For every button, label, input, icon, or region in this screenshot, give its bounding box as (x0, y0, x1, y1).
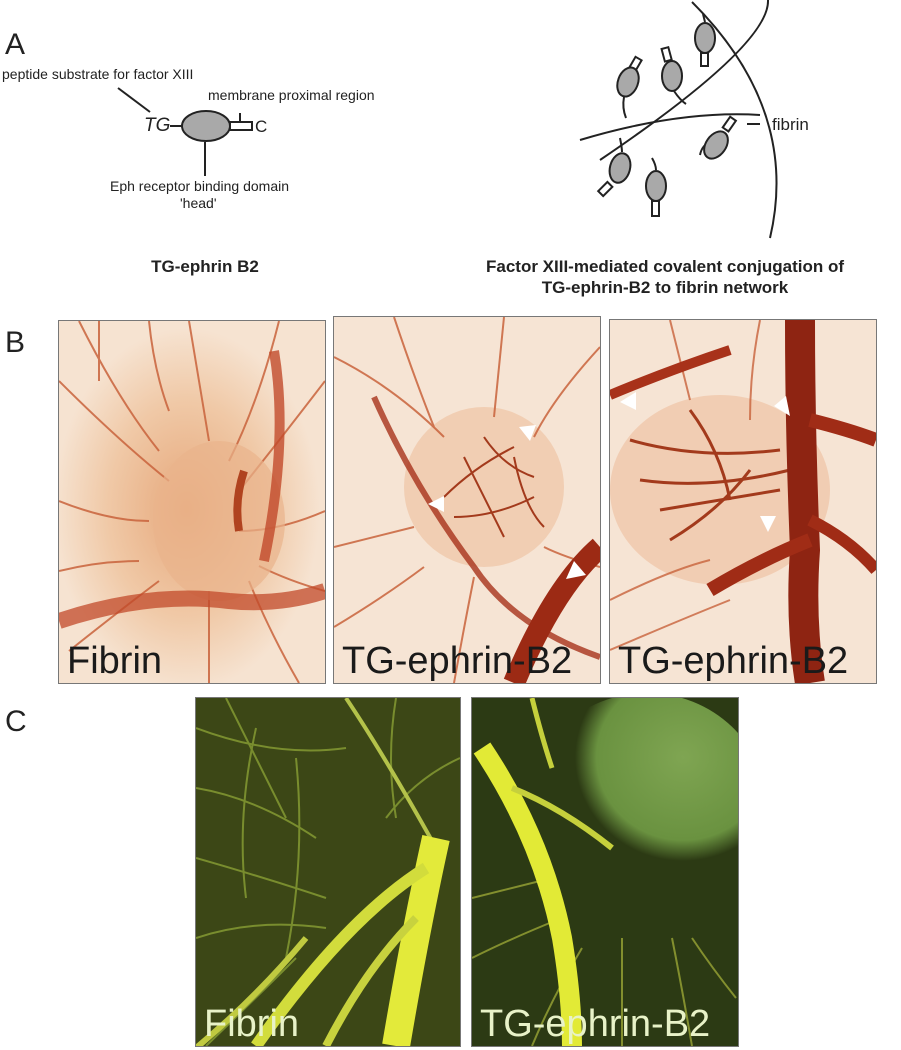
arrowhead (566, 561, 586, 579)
fibrin-strand-diagonal (599, 0, 770, 161)
fibrin-label: fibrin (772, 115, 809, 134)
photo-b-fibrin: Fibrin (58, 320, 326, 684)
panel-letter-c: C (5, 705, 27, 738)
eph-head-label: 'head' (180, 195, 217, 211)
photo-b-tg-ephrin-2: TG-ephrin-B2 (609, 319, 877, 684)
photo-c-fibrin-label: Fibrin (204, 1003, 300, 1045)
photo-b-tg-ephrin-1: TG-ephrin-B2 (333, 316, 601, 684)
panel-letter-b: B (5, 326, 26, 359)
membrane-proximal-shape (229, 121, 253, 131)
fibrin-strand-vertical (691, 1, 778, 239)
eph-binding-label: Eph receptor binding domain (110, 178, 290, 194)
peptide-leader-line (117, 87, 151, 113)
tg-label: TG (144, 115, 171, 136)
ephrin-molecule (645, 157, 667, 217)
peptide-substrate-label: peptide substrate for factor XIII (2, 66, 194, 82)
caption-tg-ephrin-b2: TG-ephrin B2 (151, 257, 259, 276)
photo-c-tg-ephrin-label: TG-ephrin-B2 (480, 1003, 711, 1045)
ephrin-molecule (699, 115, 738, 160)
fibrin-strand-horizontal (579, 113, 761, 141)
photo-b-tg-ephrin-2-label: TG-ephrin-B2 (618, 640, 849, 682)
membrane-proximal-label: membrane proximal region (208, 87, 375, 103)
ephrin-molecule (694, 13, 716, 67)
photo-b-tg-ephrin-1-label: TG-ephrin-B2 (342, 640, 573, 682)
arrowhead (760, 516, 776, 532)
fibrin-network-diagram (579, 0, 778, 239)
caption-factor-xiii-line1: Factor XIII-mediated covalent conjugatio… (486, 257, 844, 276)
arrowhead (774, 396, 790, 416)
photo-c-tg-ephrin: TG-ephrin-B2 (471, 697, 739, 1047)
arrowhead (620, 392, 636, 410)
photo-c-fibrin: Fibrin (195, 697, 461, 1047)
caption-factor-xiii-line2: TG-ephrin-B2 to fibrin network (541, 278, 789, 297)
ephrin-molecule (596, 137, 632, 198)
photo-b-fibrin-label: Fibrin (67, 640, 163, 682)
arrowhead (428, 496, 444, 512)
molecule-schematic (117, 87, 253, 176)
arrowhead (519, 425, 536, 441)
ephrin-head-shape (181, 110, 231, 142)
ephrin-molecule (616, 55, 643, 119)
panel-letter-a: A (5, 28, 26, 61)
c-terminus-label: C (255, 117, 268, 136)
ephrin-molecule (660, 45, 687, 105)
